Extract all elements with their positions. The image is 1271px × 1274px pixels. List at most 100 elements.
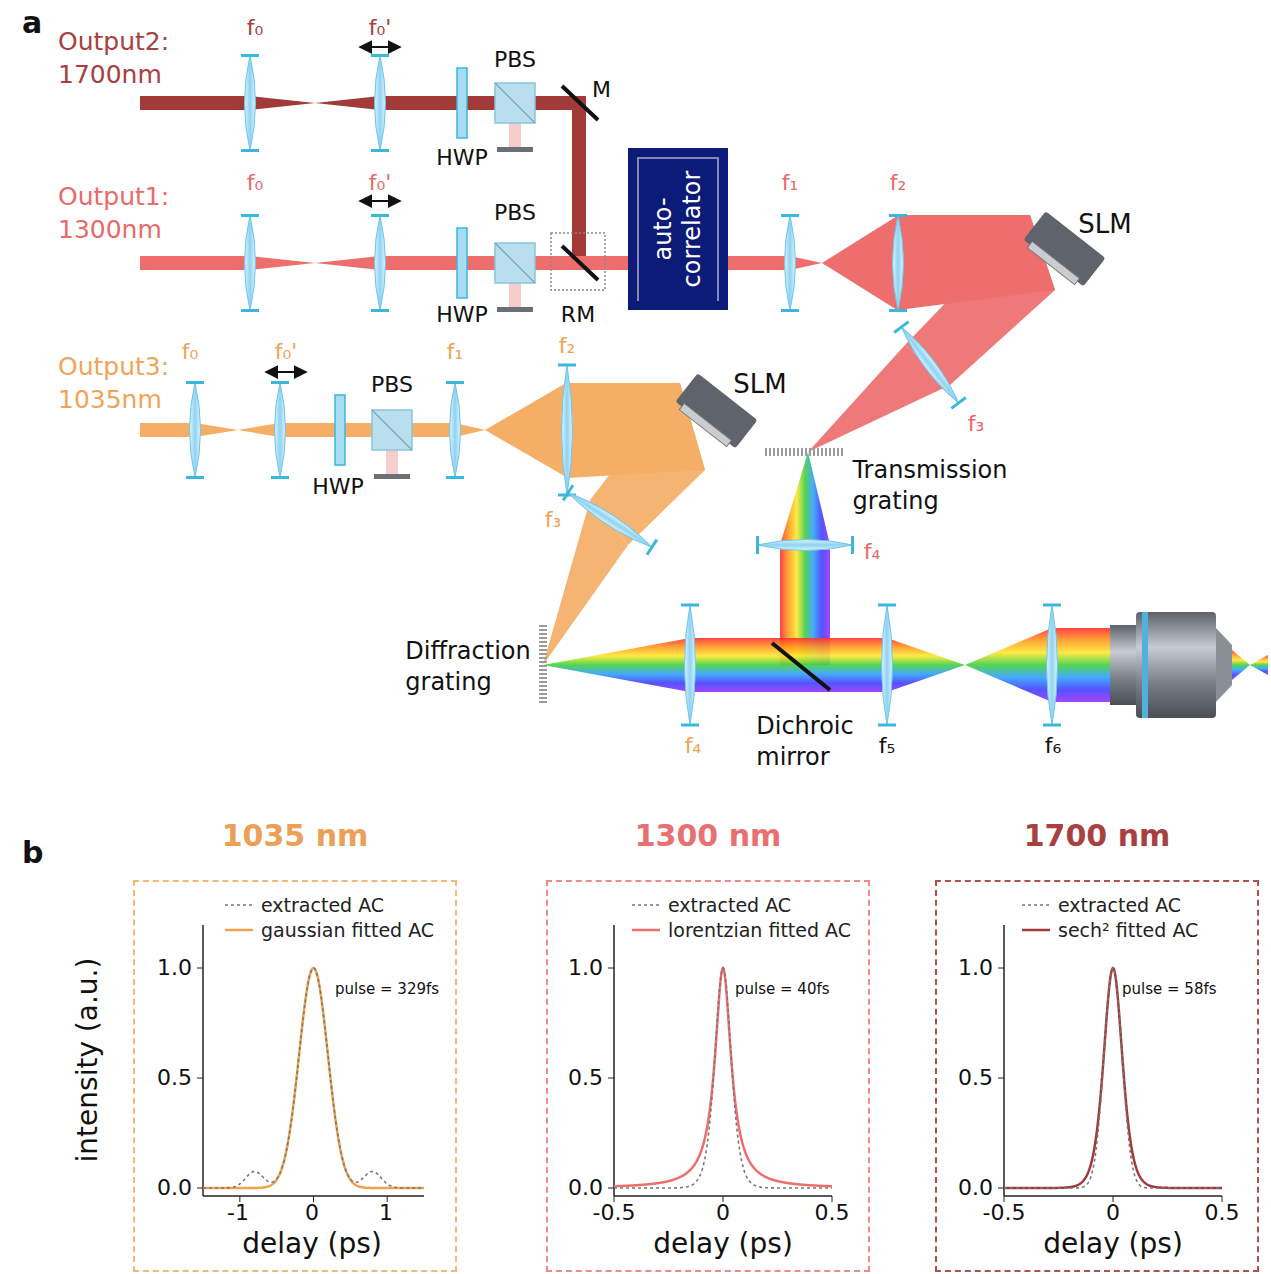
- lens: [446, 383, 464, 478]
- legend-sample: [225, 900, 255, 910]
- translation-arrow: [360, 46, 400, 48]
- lens-cap: [781, 214, 799, 217]
- component-label: 1.0: [568, 954, 603, 983]
- component-label: 0: [305, 1199, 319, 1228]
- legend-text: lorentzian fitted AC: [668, 919, 851, 941]
- lens: [241, 56, 259, 151]
- lens-cap: [781, 309, 799, 312]
- removable-mount: [551, 233, 605, 290]
- lens-body: [1047, 605, 1058, 725]
- text-label: delay (ps): [242, 1226, 382, 1262]
- component-label: M: [592, 76, 611, 105]
- y-axis: [202, 925, 204, 1196]
- lens-cap: [563, 485, 573, 500]
- text-label: SLM: [1078, 208, 1131, 242]
- lens-cap: [241, 214, 259, 217]
- dispersed-beam: [780, 452, 830, 545]
- lens-body: [190, 383, 201, 478]
- lens: [563, 485, 657, 555]
- slm-screen: [679, 403, 731, 446]
- component-label: 1: [379, 1199, 393, 1228]
- legend-entry: sech² fitted AC: [1022, 919, 1198, 941]
- objective-tip: [1216, 628, 1232, 702]
- lens: [758, 536, 853, 554]
- dispersed-beam: [1052, 628, 1112, 702]
- lens: [271, 383, 289, 478]
- extracted-curve: [203, 968, 424, 1188]
- objective-body: [1110, 625, 1136, 705]
- lens: [186, 383, 204, 478]
- lens-cap: [681, 724, 699, 727]
- laser-beam: [315, 96, 380, 110]
- extracted-curve: [614, 968, 832, 1188]
- lens-body: [897, 324, 963, 406]
- legend-entry: extracted AC: [1022, 894, 1181, 916]
- fitted-curve: [203, 968, 424, 1188]
- panel-letter: a: [22, 3, 42, 42]
- box-label: auto- correlator: [649, 171, 707, 288]
- legend-text: extracted AC: [668, 894, 791, 916]
- lens-body: [450, 383, 461, 478]
- laser-beam: [140, 256, 250, 270]
- lens-body: [562, 365, 573, 495]
- lens: [681, 605, 699, 725]
- legend-entry: extracted AC: [225, 894, 384, 916]
- component-label: 0: [716, 1199, 730, 1228]
- text-label: SLM: [733, 368, 786, 402]
- laser-beam: [140, 96, 250, 110]
- lens-cap: [756, 536, 759, 554]
- component-label: f₀: [247, 169, 264, 198]
- lens-body: [245, 56, 256, 151]
- lens-cap: [889, 309, 907, 312]
- lens-body: [375, 56, 386, 151]
- lens-body: [882, 605, 893, 725]
- focused-beam: [1250, 655, 1268, 675]
- legend-sample: [1022, 900, 1052, 910]
- legend-line: [1022, 929, 1050, 932]
- component-label: f₂: [890, 169, 907, 198]
- laser-beam: [485, 383, 567, 478]
- axis-tick: [998, 968, 1004, 969]
- lens-cap: [371, 149, 389, 152]
- lens-cap: [186, 381, 204, 384]
- lens-body: [785, 216, 796, 311]
- component-label: 0.0: [157, 1174, 192, 1203]
- legend-line: [1022, 904, 1050, 906]
- laser-beam: [280, 423, 455, 437]
- laser-beam: [250, 96, 315, 110]
- axis-tick: [998, 1078, 1004, 1079]
- lens-cap: [1043, 604, 1061, 607]
- diffraction-grating: [539, 625, 547, 705]
- legend-line: [632, 929, 660, 932]
- panel-letter: b: [22, 833, 43, 872]
- lens-body: [275, 383, 286, 478]
- lens: [371, 216, 389, 311]
- lens-body: [893, 216, 904, 311]
- component-label: pulse = 40fs: [735, 980, 830, 1000]
- laser-beam: [822, 216, 898, 311]
- panel-heading: 1700 nm: [1024, 818, 1171, 854]
- component-label: f₂: [559, 332, 576, 361]
- beam-dump: [374, 474, 410, 479]
- beam-dump: [497, 147, 533, 152]
- component-label: 1.0: [958, 954, 993, 983]
- lens: [889, 216, 907, 311]
- focused-beam: [1232, 650, 1250, 680]
- text-label: delay (ps): [1043, 1226, 1183, 1262]
- lens: [878, 605, 896, 725]
- text-label: Transmission grating: [852, 455, 1007, 517]
- beam-splitter-cube: [372, 410, 412, 450]
- rejected-beam: [386, 450, 398, 474]
- lens-cap: [1043, 724, 1061, 727]
- component-label: f₃: [545, 506, 562, 535]
- laser-beam: [140, 423, 195, 437]
- lens-body: [375, 216, 386, 311]
- component-label: 0: [1106, 1199, 1120, 1228]
- slm-screen: [1027, 241, 1079, 284]
- component-label: pulse = 58fs: [1122, 980, 1217, 1000]
- component-label: f₁: [782, 169, 799, 198]
- component-label: 0.0: [568, 1174, 603, 1203]
- chart-plot: [998, 925, 1222, 1202]
- component-label: f₀': [369, 14, 392, 43]
